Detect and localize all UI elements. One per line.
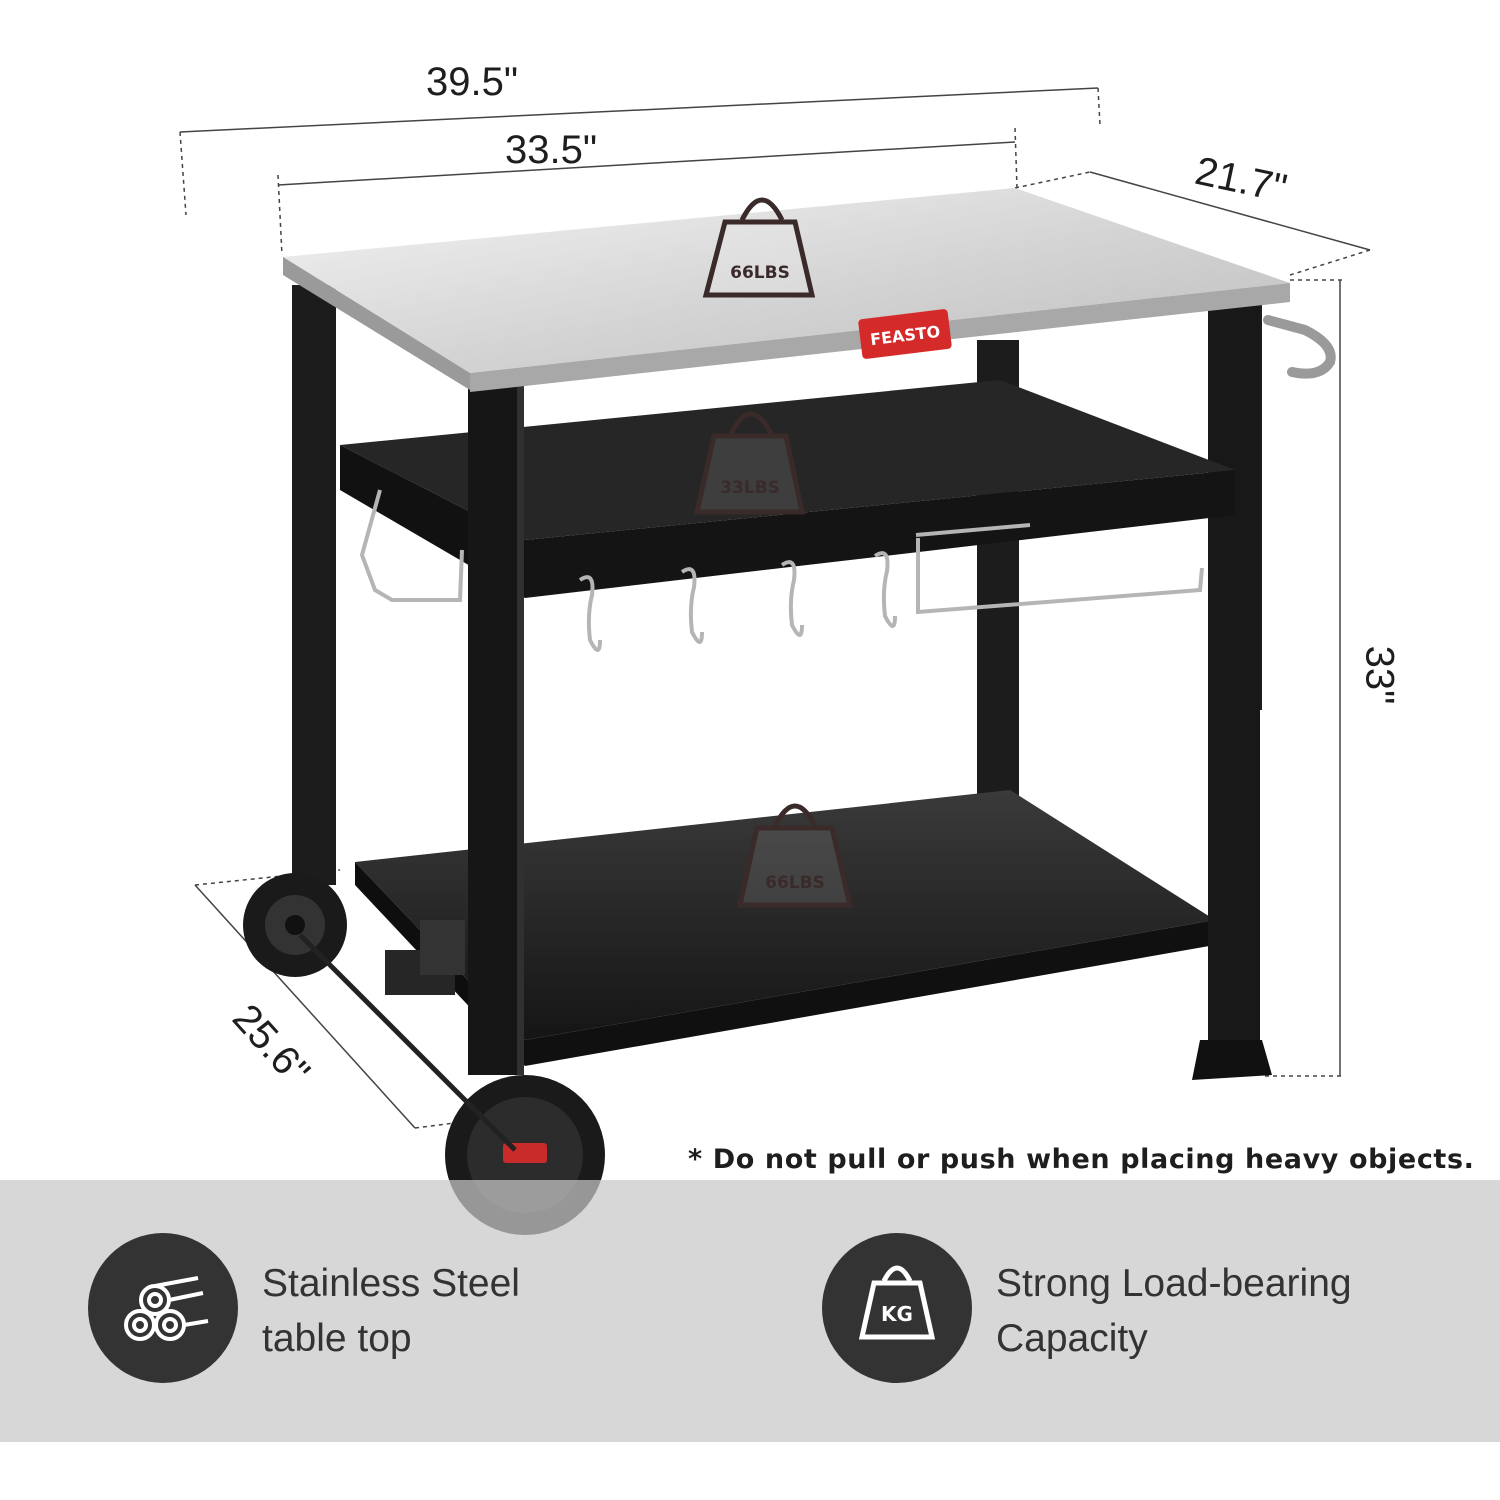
side-handle bbox=[1263, 315, 1336, 379]
svg-text:66LBS: 66LBS bbox=[730, 263, 790, 283]
leg-shadow bbox=[517, 385, 524, 1075]
back-left-leg bbox=[292, 285, 336, 885]
svg-text:KG: KG bbox=[881, 1302, 913, 1326]
back-wheel bbox=[243, 873, 347, 977]
usage-warning-note: * Do not pull or push when placing heavy… bbox=[688, 1144, 1475, 1175]
feature-1-line1: Stainless Steel bbox=[262, 1262, 520, 1305]
bottom-load-weight-icon: 66LBS bbox=[736, 803, 854, 908]
feature-2-line2: Capacity bbox=[996, 1317, 1148, 1360]
svg-text:66LBS: 66LBS bbox=[765, 873, 825, 893]
top-load-weight-icon: 66LBS bbox=[702, 197, 816, 298]
dimension-top-width: 33.5" bbox=[505, 128, 598, 172]
feature-2-line1: Strong Load-bearing bbox=[996, 1262, 1352, 1305]
front-left-leg bbox=[468, 385, 524, 1075]
feature-load-bearing: Strong Load-bearing Capacity bbox=[996, 1256, 1352, 1366]
feature-band bbox=[0, 1180, 1500, 1442]
front-right-leg bbox=[1208, 300, 1260, 1045]
feature-stainless-steel: Stainless Steel table top bbox=[262, 1256, 520, 1366]
dimension-overall-width: 39.5" bbox=[426, 60, 519, 104]
brand-badge: FEASTO bbox=[858, 309, 952, 359]
bracket-plate bbox=[420, 920, 465, 975]
dimension-lines bbox=[179, 87, 1371, 1129]
feature-1-line2: table top bbox=[262, 1317, 412, 1360]
svg-text:33LBS: 33LBS bbox=[720, 478, 780, 498]
s-hooks bbox=[359, 489, 1204, 652]
dimension-height: 33" bbox=[1357, 645, 1402, 705]
middle-load-weight-icon: 33LBS bbox=[693, 411, 806, 515]
kg-weight-icon: KG bbox=[822, 1233, 972, 1383]
steel-rolls-icon bbox=[88, 1233, 238, 1383]
axle bbox=[298, 933, 517, 1152]
front-right-foot bbox=[1192, 1040, 1272, 1080]
